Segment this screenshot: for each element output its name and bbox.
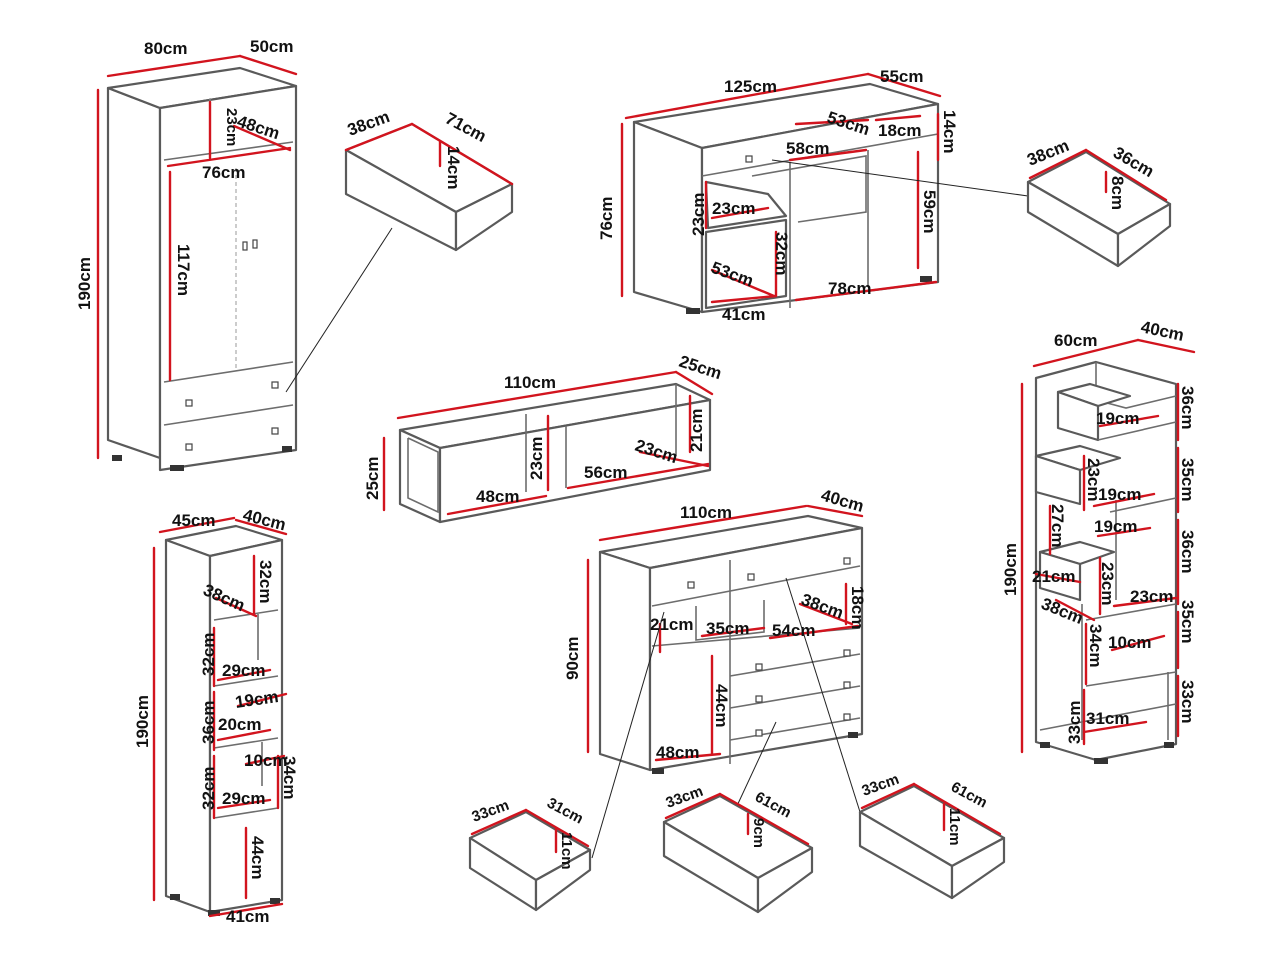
bookcase-s4-left-label: 21cm bbox=[1032, 567, 1075, 586]
desk-drawer-drawing bbox=[1026, 148, 1172, 268]
chest-drawer-3-drawing bbox=[858, 782, 1006, 900]
chest-right-height-label: 18cm bbox=[848, 586, 867, 629]
wardrobe-height-label: 190cm bbox=[75, 257, 94, 310]
wall-shelf-drawing bbox=[382, 370, 714, 524]
desk-width-label: 125cm bbox=[724, 77, 777, 96]
bookcase-s5-width-label: 10cm bbox=[1108, 633, 1151, 652]
chest-small-width-label: 35cm bbox=[706, 619, 749, 638]
wardrobe-drawer-depth-label: 71cm bbox=[442, 109, 489, 146]
desk-depth-label: 55cm bbox=[880, 67, 923, 86]
narrow-cabinet-small-depth-label: 10cm bbox=[244, 751, 287, 770]
wardrobe-drawer-drawing bbox=[344, 122, 514, 252]
chest-width-label: 110cm bbox=[680, 503, 732, 522]
wardrobe-width-label: 80cm bbox=[144, 39, 187, 58]
bookcase-s6-height-label: 33cm bbox=[1178, 680, 1197, 723]
bookcase-s2-inner-label: 23cm bbox=[1084, 458, 1103, 501]
bookcase-s6-left-label: 33cm bbox=[1065, 701, 1084, 744]
wardrobe-drawer-height-label: 14cm bbox=[444, 146, 463, 189]
desk-leg-height-label: 59cm bbox=[920, 190, 939, 233]
bookcase-s6-width-label: 31cm bbox=[1086, 709, 1129, 728]
bookcase-s5-mid-label: 34cm bbox=[1086, 624, 1105, 667]
narrow-cabinet-shelf2-height-label: 32cm bbox=[199, 633, 218, 676]
wall-shelf-right-width-label: 56cm bbox=[584, 463, 627, 482]
narrow-cabinet-height-label: 190cm bbox=[133, 695, 152, 748]
chest-drawing bbox=[586, 504, 864, 859]
desk-cabinet-height-label: 32cm bbox=[772, 232, 791, 275]
narrow-cabinet-width-label: 45cm bbox=[172, 511, 215, 530]
chest-height-label: 90cm bbox=[563, 637, 582, 680]
bookcase-s1-height-label: 36cm bbox=[1178, 386, 1197, 429]
bookcase-drawing bbox=[1020, 338, 1196, 764]
wall-shelf-width-label: 110cm bbox=[504, 373, 556, 392]
narrow-cabinet-shelf3-height-label: 36cm bbox=[199, 701, 218, 744]
bookcase-s1-width-label: 19cm bbox=[1096, 409, 1139, 428]
wall-shelf-left-width-label: 48cm bbox=[476, 487, 519, 506]
bookcase-s4-right-label: 23cm bbox=[1130, 587, 1173, 606]
narrow-cabinet-small-height-label: 34cm bbox=[280, 756, 299, 799]
narrow-cabinet-shelf3-width-label: 20cm bbox=[218, 715, 261, 734]
wardrobe-depth-label: 50cm bbox=[250, 37, 293, 56]
chest-top-left-height-label: 21cm bbox=[650, 615, 693, 634]
wardrobe-inner-width-label: 76cm bbox=[202, 163, 245, 182]
wardrobe-shelf-height-label: 23cm bbox=[223, 108, 240, 146]
narrow-cabinet-base-width-label: 41cm bbox=[226, 907, 269, 926]
bookcase-width-label: 60cm bbox=[1054, 331, 1097, 350]
chest-door-width-label: 48cm bbox=[656, 743, 699, 762]
narrow-cabinet-shelf4-height-label: 32cm bbox=[199, 767, 218, 810]
desk-height-label: 76cm bbox=[597, 197, 616, 240]
narrow-cabinet-shelf2-width-label: 29cm bbox=[222, 661, 265, 680]
desk-drawer-height-label: 8cm bbox=[1108, 176, 1127, 210]
desk-drawer-top-height-label: 18cm bbox=[878, 121, 921, 140]
wall-shelf-depth-label: 25cm bbox=[677, 352, 724, 384]
bookcase-height-label: 190cm bbox=[1001, 543, 1020, 596]
wardrobe-drawing bbox=[96, 54, 393, 472]
desk-niche-height-label: 23cm bbox=[689, 193, 708, 236]
wall-shelf-right-height-label: 21cm bbox=[687, 409, 706, 452]
narrow-cabinet-drawing bbox=[152, 516, 288, 918]
wall-shelf-inner-height-label: 23cm bbox=[527, 437, 546, 480]
chest-drawer-1-height-label: 11cm bbox=[558, 832, 575, 870]
narrow-cabinet-door-height-label: 44cm bbox=[248, 836, 267, 879]
narrow-cabinet-shelf4-width-label: 29cm bbox=[222, 789, 265, 808]
desk-cabinet-width-label: 41cm bbox=[722, 305, 765, 324]
bookcase-s2-width-label: 19cm bbox=[1098, 485, 1141, 504]
wall-shelf-height-label: 25cm bbox=[363, 457, 382, 500]
desk-niche-width-label: 23cm bbox=[712, 199, 755, 218]
chest-door-height-label: 44cm bbox=[712, 684, 731, 727]
bookcase-s3-height-label: 27cm bbox=[1048, 504, 1067, 547]
chest-drawer-2-height-label: 9cm bbox=[750, 818, 767, 848]
bookcase-s4-height-label: 36cm bbox=[1178, 530, 1197, 573]
bookcase-s2-height-label: 35cm bbox=[1178, 458, 1197, 501]
narrow-cabinet-top-height-label: 32cm bbox=[256, 560, 275, 603]
chest-right-width-label: 54cm bbox=[772, 621, 815, 640]
chest-drawer-1-drawing bbox=[468, 808, 592, 912]
chest-drawer-2-drawing bbox=[662, 792, 814, 914]
desk-top-compartment-height-label: 14cm bbox=[940, 110, 959, 153]
bookcase-s5-height-label: 35cm bbox=[1178, 600, 1197, 643]
bookcase-s3-width-label: 19cm bbox=[1094, 517, 1137, 536]
wardrobe-hanging-height-label: 117cm bbox=[174, 244, 193, 296]
bookcase-s4-mid-label: 23cm bbox=[1098, 562, 1117, 605]
desk-knee-width-label: 78cm bbox=[828, 279, 871, 298]
desk-drawer-width-label: 58cm bbox=[786, 139, 829, 158]
chest-drawer-1-depth-label: 31cm bbox=[544, 795, 586, 828]
chest-drawer-3-height-label: 11cm bbox=[946, 808, 963, 846]
desk-drawing bbox=[620, 72, 1029, 314]
